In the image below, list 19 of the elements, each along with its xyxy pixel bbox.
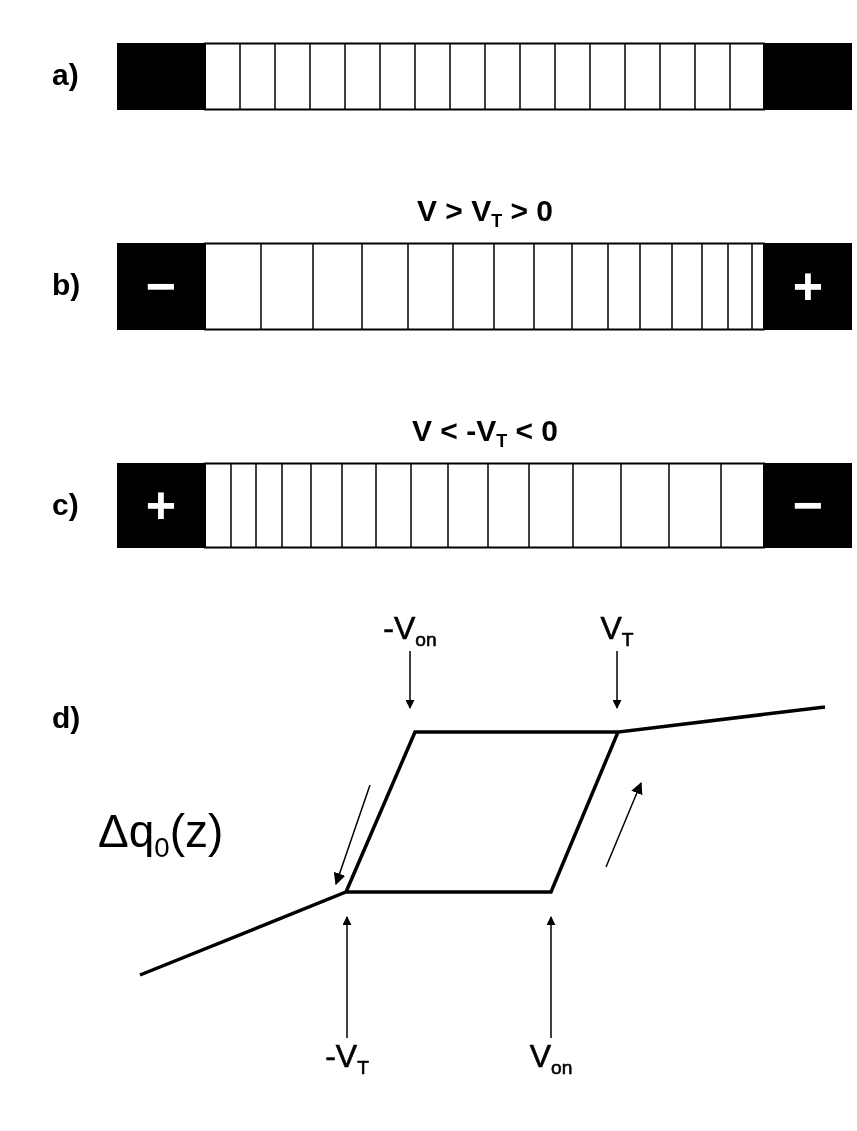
charge-sign: +	[145, 478, 177, 531]
leader-arrow	[612, 650, 622, 709]
threshold-label: -V$_{T}$	[325, 1040, 369, 1077]
charge-sign: −	[792, 478, 824, 531]
panel-label: a)	[52, 60, 79, 90]
condition-text: V > V$_{T}$ > 0	[416, 196, 554, 231]
threshold-label: V$_{T}$	[600, 612, 634, 649]
axis-label: Δq$_{0}$(z)	[98, 808, 224, 862]
leader-arrow	[546, 916, 556, 1039]
threshold-label: V$_{on}$	[529, 1040, 573, 1077]
leader-arrow	[405, 650, 415, 709]
condition-text: V < -V$_{T}$ < 0	[411, 416, 559, 451]
panel-label: d)	[52, 703, 81, 733]
panel-label: b)	[52, 270, 81, 300]
threshold-label: -V$_{on}$	[383, 612, 437, 649]
leader-arrow	[342, 916, 352, 1039]
panel-label: c)	[52, 490, 79, 520]
charge-sign: +	[792, 259, 824, 312]
charge-sign: −	[145, 259, 177, 312]
